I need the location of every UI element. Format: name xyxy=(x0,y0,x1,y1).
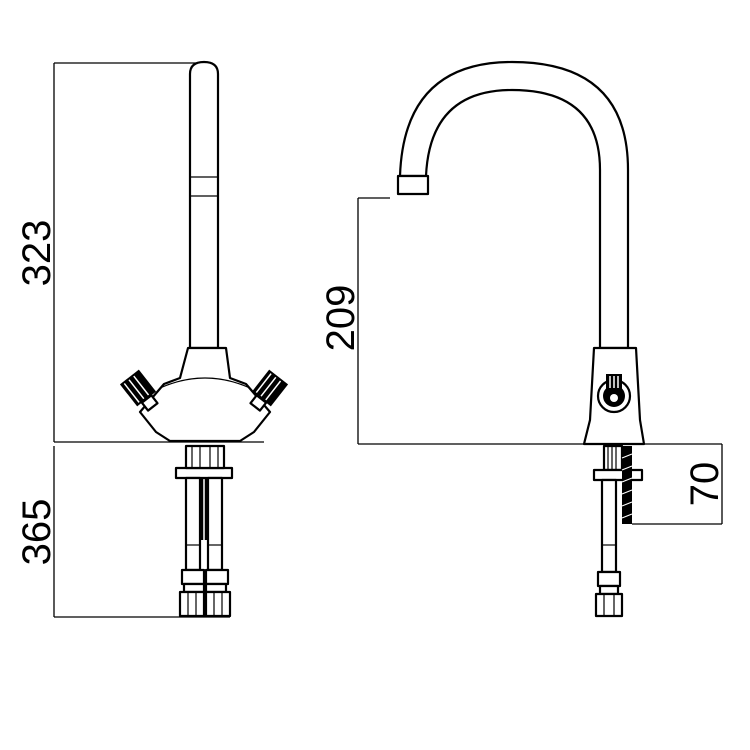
side-swan-neck-spout xyxy=(396,60,630,350)
front-right-handle xyxy=(249,369,289,412)
right-handle-grip xyxy=(251,369,289,407)
side-fixing-bracket xyxy=(592,444,644,482)
side-handle xyxy=(596,374,632,414)
front-flexible-hoses xyxy=(184,476,224,572)
front-fixing-bracket xyxy=(174,444,234,480)
dimension-323: 323 xyxy=(15,62,210,442)
dimension-label-70: 70 xyxy=(683,462,727,507)
dimension-label-323: 323 xyxy=(15,220,59,287)
left-handle-grip xyxy=(119,369,157,407)
dimension-label-209: 209 xyxy=(319,285,363,352)
side-hose-connector xyxy=(594,570,624,618)
front-spout xyxy=(188,60,220,350)
dimension-365: 365 xyxy=(15,446,230,618)
front-left-handle xyxy=(119,369,159,412)
dimension-label-365: 365 xyxy=(15,499,59,566)
side-view: 209 70 xyxy=(319,60,727,618)
front-hose-connectors xyxy=(178,568,232,618)
side-threaded-tail xyxy=(621,446,633,524)
front-view: 323 365 xyxy=(15,60,289,618)
side-flexible-hose xyxy=(600,478,618,574)
dimension-209: 209 xyxy=(319,197,722,445)
dimension-70: 70 xyxy=(632,444,727,525)
front-body xyxy=(138,346,272,443)
